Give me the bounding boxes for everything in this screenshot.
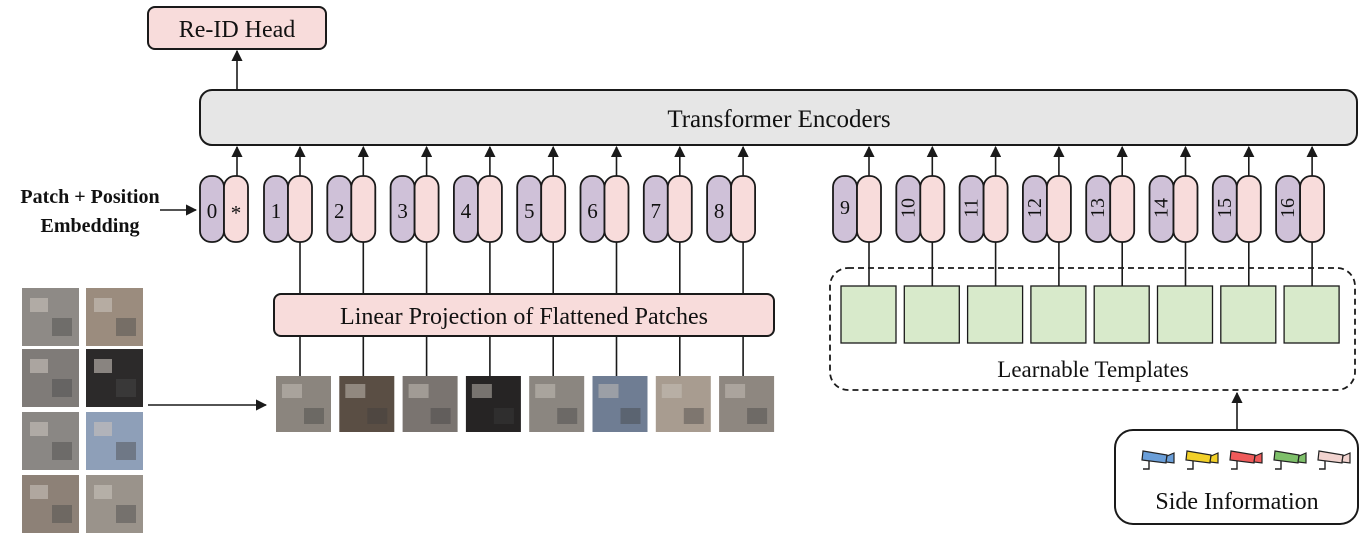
template-token-index: 12 — [1024, 198, 1046, 218]
transformer-encoders-box: Transformer Encoders — [199, 89, 1358, 146]
side-information-box: Side Information — [1114, 429, 1359, 525]
learnable-template-square — [840, 285, 897, 344]
flattened-patch-tile — [592, 376, 648, 432]
learnable-template-square — [1156, 285, 1214, 344]
patch-token-embedding — [666, 175, 693, 243]
patch-token: 1 — [263, 175, 313, 243]
template-token-embedding — [1299, 175, 1325, 243]
image-patch-tile — [22, 475, 79, 533]
image-patch-tile — [86, 475, 143, 533]
learnable-templates-label: Learnable Templates — [997, 357, 1189, 382]
template-token-embedding — [1235, 175, 1262, 243]
flattened-patch-tile — [655, 376, 711, 432]
embedding-label-line1: Patch + Position — [20, 186, 159, 208]
flattened-patch-tile — [276, 376, 331, 432]
template-token-index: 11 — [961, 198, 983, 217]
side-information-label: Side Information — [1155, 489, 1318, 515]
image-patch-tile — [86, 349, 143, 407]
connector-lines — [231, 145, 1318, 376]
embedding-label-line2: Embedding — [41, 215, 140, 237]
learnable-template-square — [903, 285, 960, 344]
patch-token: 2 — [326, 175, 377, 243]
patch-token: 5 — [516, 175, 567, 243]
learnable-templates-group: Learnable Templates — [829, 267, 1356, 391]
flattened-patch-tile — [339, 376, 395, 432]
template-token: 12 — [1022, 175, 1072, 243]
template-token: 10 — [895, 175, 946, 243]
image-patch-tile — [22, 349, 79, 407]
flattened-patch-tile — [719, 376, 775, 432]
image-patch-tile — [22, 412, 79, 470]
image-patch-tile — [86, 412, 143, 470]
patch-token-embedding — [540, 175, 567, 243]
template-token-index: 15 — [1214, 198, 1236, 218]
template-token: 11 — [958, 175, 1009, 243]
template-token: 14 — [1148, 175, 1199, 243]
camera-icon — [1273, 450, 1307, 470]
patch-token-index: 4 — [461, 199, 472, 223]
patch-token-embedding — [730, 175, 756, 243]
cls-token: 0* — [199, 175, 249, 243]
template-token: 9 — [832, 175, 882, 243]
template-token-embedding — [1172, 175, 1199, 243]
flattened-patch-tile — [529, 376, 585, 432]
template-token-index: 16 — [1277, 198, 1299, 218]
learnable-template-square — [966, 285, 1024, 344]
patch-token-embedding — [413, 175, 440, 243]
template-token-embedding — [1046, 175, 1072, 243]
patch-token-index: 7 — [651, 199, 662, 223]
patch-token-index: 6 — [587, 199, 598, 223]
patch-token-embedding — [476, 175, 503, 243]
template-token-index: 9 — [840, 197, 850, 219]
patch-token: 4 — [452, 175, 503, 243]
patch-token-index: 2 — [334, 199, 345, 223]
template-token-index: 10 — [897, 198, 919, 218]
learnable-template-square — [1030, 285, 1087, 344]
camera-icon — [1141, 450, 1175, 470]
template-token-embedding — [982, 175, 1009, 243]
patch-token: 8 — [706, 175, 756, 243]
patch-token-embedding — [350, 175, 377, 243]
patch-token: 7 — [642, 175, 693, 243]
cls-token-embedding — [223, 175, 249, 243]
flattened-patch-row — [276, 376, 775, 432]
patch-token-index: 3 — [397, 199, 408, 223]
template-token: 15 — [1211, 175, 1262, 243]
template-token-index: 14 — [1151, 198, 1173, 218]
template-token-embedding — [1109, 175, 1136, 243]
template-token: 16 — [1275, 175, 1325, 243]
patch-token-index: 8 — [714, 199, 725, 223]
cls-token-extra: * — [231, 201, 242, 225]
template-token: 13 — [1085, 175, 1136, 243]
camera-icon — [1229, 450, 1263, 470]
image-patch-tile — [86, 288, 143, 346]
template-token-embedding — [919, 175, 946, 243]
reid-head-box: Re-ID Head — [147, 6, 327, 50]
flattened-patch-tile — [402, 376, 458, 432]
cls-token-index: 0 — [207, 199, 218, 223]
patch-token-index: 1 — [271, 199, 282, 223]
linear-projection-box: Linear Projection of Flattened Patches — [273, 293, 775, 337]
transformer-encoders-label: Transformer Encoders — [667, 106, 890, 133]
linear-projection-label: Linear Projection of Flattened Patches — [340, 304, 708, 330]
flattened-patch-tile — [465, 376, 521, 432]
patch-token-embedding — [603, 175, 630, 243]
patch-token: 3 — [389, 175, 440, 243]
learnable-template-square — [1220, 285, 1277, 344]
patch-token: 6 — [579, 175, 630, 243]
template-token-embedding — [856, 175, 882, 243]
image-patch-tile — [22, 288, 79, 346]
template-token-index: 13 — [1087, 198, 1109, 218]
camera-icon — [1317, 450, 1351, 470]
reid-head-label: Re-ID Head — [179, 17, 296, 43]
learnable-template-square — [1283, 285, 1340, 344]
patch-token-embedding — [287, 175, 313, 243]
learnable-template-square — [1093, 285, 1150, 344]
person-image-grid — [22, 288, 143, 533]
camera-icon — [1185, 450, 1219, 470]
patch-token-index: 5 — [524, 199, 535, 223]
